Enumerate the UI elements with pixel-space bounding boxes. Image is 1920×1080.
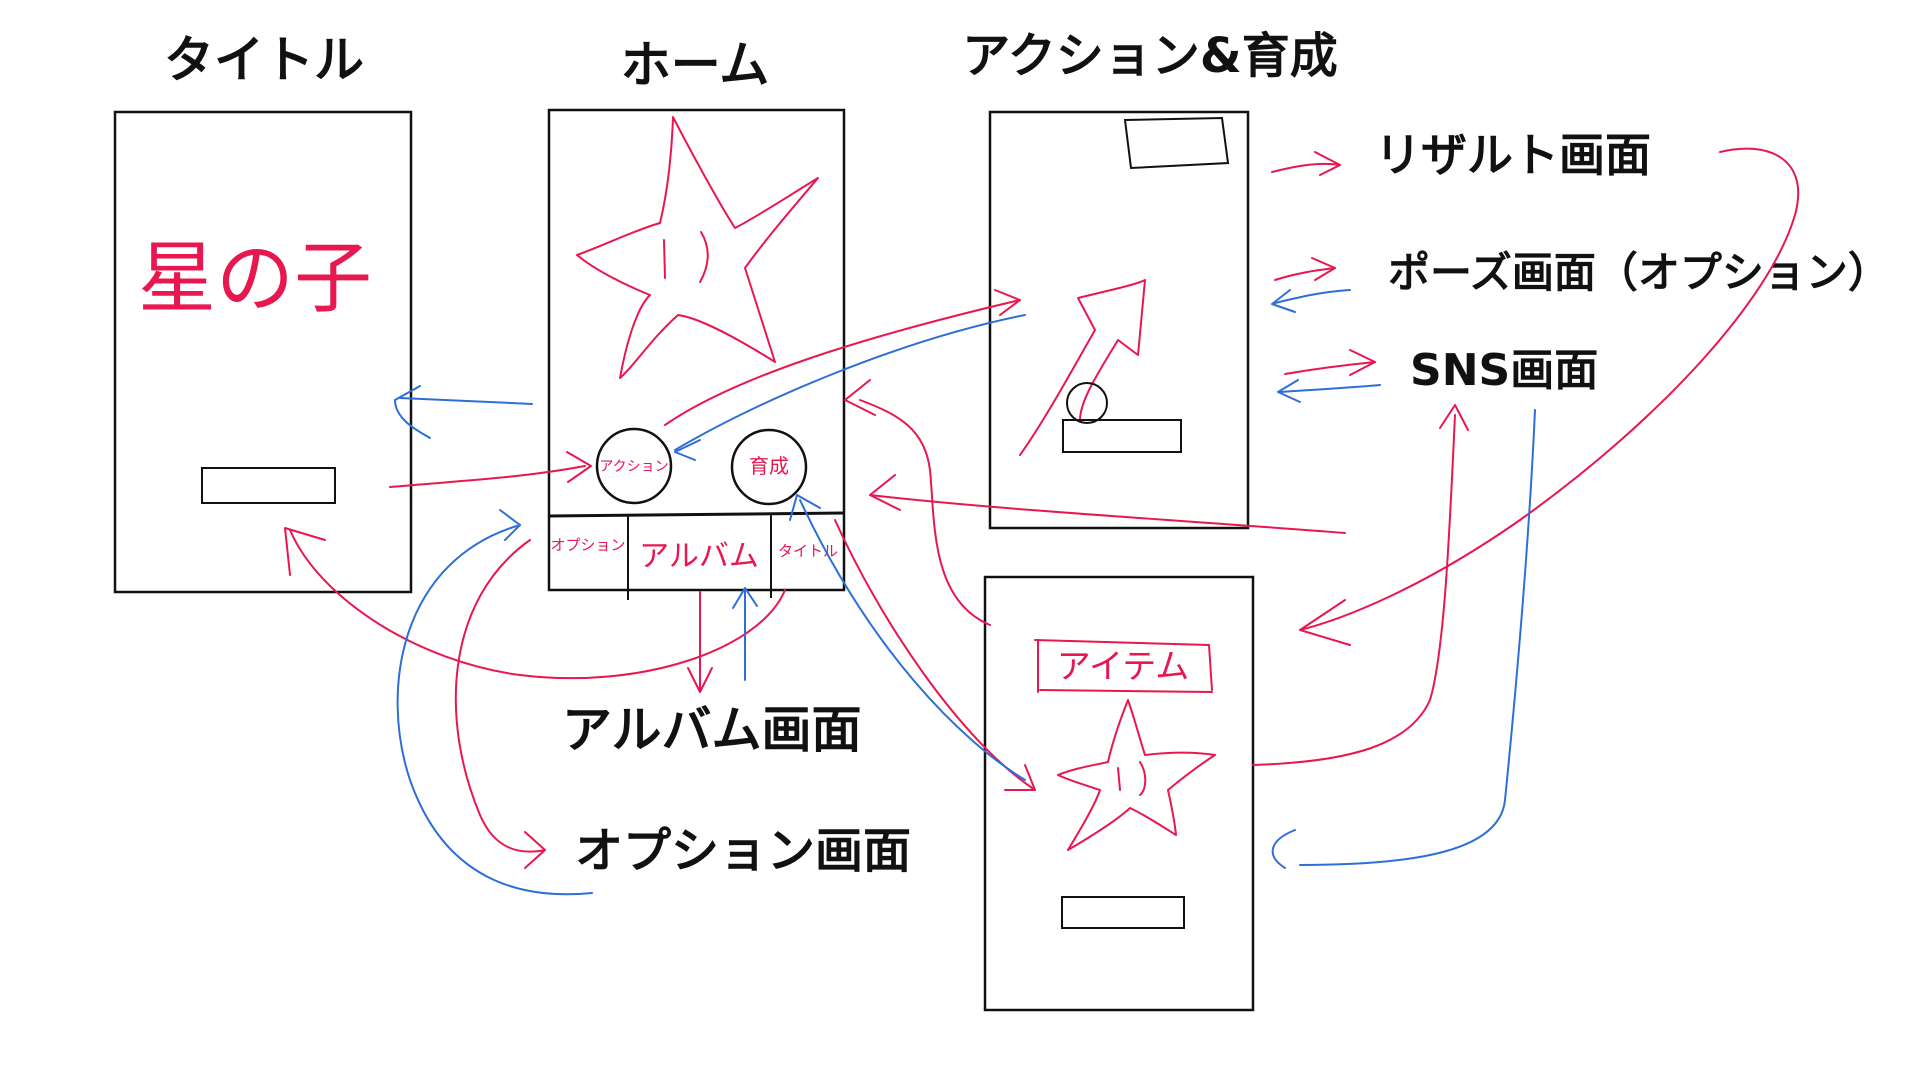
actionscreen-to-home-back-arrowhead (674, 439, 701, 461)
growth-button[interactable]: 育成 (730, 428, 808, 506)
options-screen-label: オプション画面 (575, 823, 911, 879)
item-label-box (1034, 639, 1213, 693)
growth-to-item-arrowhead (1004, 764, 1036, 791)
title-logo-text: 星の子 (138, 234, 372, 324)
title-screen-frame (113, 110, 413, 594)
item-star-character-art (1057, 699, 1216, 851)
result-screen-label: リザルト画面 (1375, 128, 1651, 182)
title-to-action-arrowhead (566, 451, 592, 483)
pause-back-arrowhead (1271, 289, 1296, 313)
actionscreen-to-home-arrowhead (869, 474, 901, 511)
sns-back-arrowhead (1277, 379, 1301, 403)
growth-button-circle[interactable] (730, 428, 808, 506)
tab-options-label: オプション (550, 536, 625, 554)
home-tabbar-divider (548, 511, 845, 518)
tab-to-title-arrow (289, 529, 786, 680)
red-flow-arrows (284, 147, 1800, 869)
to-sns-arrow (1284, 361, 1376, 375)
album-screen-label: アルバム画面 (562, 701, 862, 759)
action-growth-screen-heading: アクション&育成 (962, 28, 1337, 84)
launch-pad[interactable] (1062, 419, 1182, 453)
item-to-sns-arrow (1252, 414, 1456, 766)
item-to-sns-arrowhead (1439, 404, 1469, 431)
sns-to-item-back-arrow (1299, 409, 1536, 866)
tab-options[interactable]: オプション (550, 536, 625, 554)
to-result-arrow (1271, 162, 1341, 173)
item-to-home-back-arrowhead (789, 494, 821, 521)
pause-back-arrow (1274, 289, 1351, 304)
item-to-home-arrowhead (844, 379, 876, 416)
tab-album-label: アルバム (639, 539, 759, 574)
actionscreen-to-home-back-arrow (674, 314, 1026, 451)
to-pause-arrow (1274, 267, 1336, 281)
to-result-arrowhead (1314, 151, 1341, 176)
item-screen-frame (983, 575, 1255, 1012)
growth-to-item-arrow (834, 519, 1036, 791)
item-to-home-back-arrow (799, 499, 1026, 781)
tab-album[interactable]: アルバム (639, 539, 759, 574)
actionscreen-to-home-arrow (869, 494, 1346, 534)
result-to-item-arrow (1299, 147, 1800, 631)
album-back-arrowhead (732, 587, 758, 609)
home-to-title-back-arrow (399, 397, 533, 405)
action-button-label: アクション (599, 459, 668, 475)
sns-back-arrow (1279, 384, 1381, 393)
action-screen-frame (988, 110, 1250, 530)
home-star-character-art (576, 116, 819, 379)
home-screen-frame (547, 108, 846, 592)
home-to-title-back-arrowhead (394, 385, 431, 439)
tab-to-title-arrowhead (284, 527, 326, 576)
options-back-arrowhead (499, 509, 521, 541)
options-back-arrow (396, 524, 593, 896)
start-button[interactable] (201, 467, 336, 504)
tab-to-options-arrow (454, 539, 546, 853)
item-to-home-arrow (859, 399, 991, 626)
action-to-actionscreen-arrowhead (994, 289, 1021, 316)
home-screen-heading: ホーム (621, 36, 770, 94)
result-to-item-arrowhead (1299, 599, 1351, 646)
home-star-eyes (663, 231, 709, 283)
growth-button-label: 育成 (749, 454, 789, 478)
blue-return-arrows (394, 289, 1536, 896)
action-score-panel (1123, 116, 1230, 170)
sns-to-item-back-arrowhead (1271, 829, 1296, 869)
tab-to-album-arrowhead (687, 667, 713, 693)
to-pause-arrowhead (1311, 257, 1336, 281)
title-to-action-arrow (389, 465, 586, 488)
item-star-eyes (1117, 761, 1147, 796)
ball-icon (1066, 382, 1108, 424)
launch-arrow-art (1019, 279, 1146, 456)
action-to-actionscreen-arrow (664, 299, 1021, 426)
action-button[interactable]: アクション (595, 427, 673, 505)
title-screen-heading: タイトル (164, 31, 364, 89)
to-sns-arrowhead (1349, 349, 1376, 376)
sns-screen-label: SNS画面 (1410, 345, 1598, 396)
item-select-button[interactable] (1061, 896, 1185, 929)
pause-screen-label: ポーズ画面（オプション） (1388, 248, 1890, 297)
action-button-circle[interactable] (595, 427, 673, 505)
item-label: アイテム (1057, 647, 1190, 687)
tab-to-options-arrowhead (524, 831, 546, 869)
